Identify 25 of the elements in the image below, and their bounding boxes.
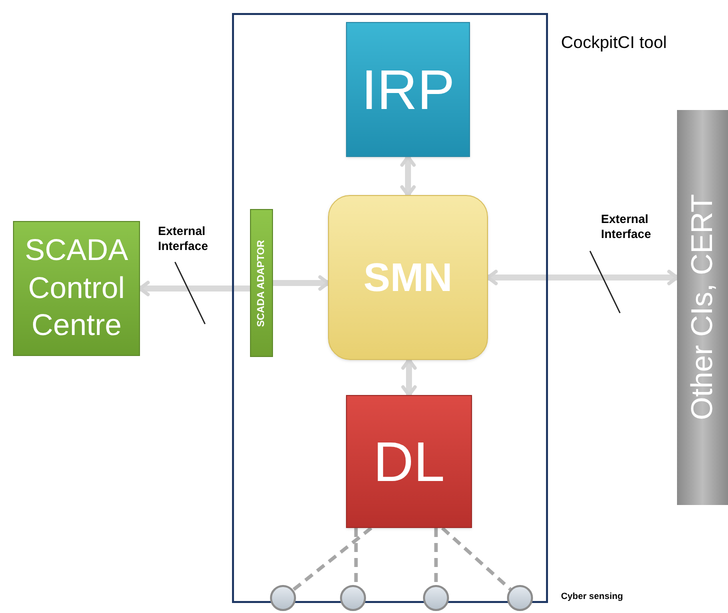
system-box — [13, 221, 140, 356]
node-label: IRP — [361, 62, 455, 118]
dashed-connector — [354, 528, 358, 585]
annotation-label: Cyber sensing — [561, 590, 624, 603]
annotation-label: External Interface — [601, 212, 652, 242]
module-box — [328, 195, 488, 360]
module-box — [346, 395, 472, 528]
node-label: SCADA Control Centre — [24, 233, 130, 344]
arrow — [138, 280, 250, 296]
system-bar — [677, 110, 728, 505]
module-box — [346, 22, 470, 157]
arrow — [273, 275, 330, 291]
node-label: Other CIs, CERT — [688, 194, 718, 421]
node-label: SCADA ADAPTOR — [256, 240, 266, 326]
adaptor-bar — [250, 209, 273, 357]
dashed-connector — [434, 528, 438, 585]
node-label: SMN — [364, 258, 452, 298]
frame-title: CockpitCI tool — [561, 32, 667, 54]
node-label: DL — [373, 434, 445, 490]
dashed-connector — [292, 526, 372, 592]
arrow — [400, 155, 416, 197]
annotation-label: External Interface — [158, 224, 210, 254]
arrow — [401, 358, 417, 397]
arrow — [486, 270, 679, 286]
dashed-connector — [441, 526, 512, 591]
